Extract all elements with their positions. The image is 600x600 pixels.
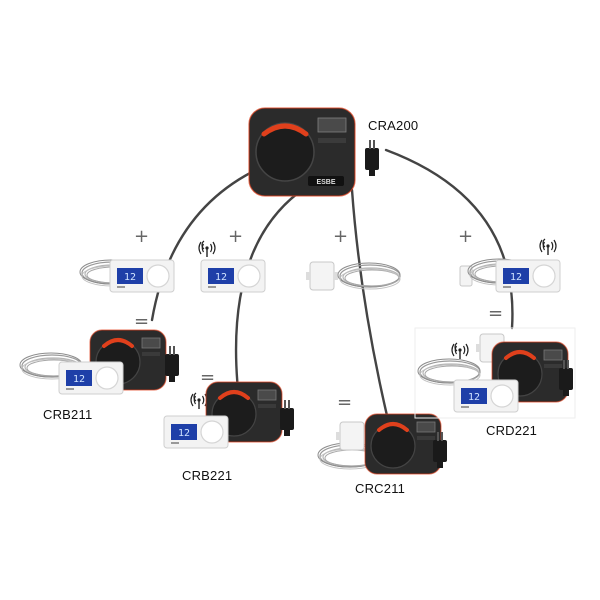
label-crb221: CRB221	[182, 468, 233, 483]
label-crd221: CRD221	[486, 423, 538, 438]
sensor-box-icon	[335, 421, 369, 451]
actuator-crc211	[363, 412, 443, 476]
cable-coil-icon	[337, 262, 401, 290]
sensor-box-icon	[305, 261, 339, 291]
thermostat-wireless-top	[200, 259, 266, 293]
cra200-actuator: ESBE	[248, 107, 356, 197]
thermostat-crb211-top	[109, 259, 175, 293]
brand-logo: ESBE	[316, 179, 335, 186]
label-cra200: CRA200	[368, 118, 419, 133]
crd221-group-frame	[414, 327, 576, 419]
plug-icon	[165, 346, 179, 382]
thermostat-crd221-top	[495, 259, 561, 293]
equals-symbol: =	[337, 392, 353, 413]
wireless-icon	[190, 392, 208, 410]
cable-to-crd221	[384, 148, 514, 330]
cable-to-crb211	[150, 170, 254, 322]
plus-symbol: +	[333, 226, 349, 247]
label-crc211: CRC211	[355, 481, 406, 496]
wireless-icon	[539, 238, 557, 256]
thermostat-crd221	[453, 379, 519, 413]
thermostat-crb221	[163, 415, 229, 449]
plug-icon	[365, 140, 379, 176]
plus-symbol: +	[228, 226, 244, 247]
equals-symbol: =	[134, 311, 150, 332]
plus-symbol: +	[134, 226, 150, 247]
wireless-icon	[198, 240, 216, 258]
connection-cables	[150, 148, 514, 422]
thermostat-crb211	[58, 361, 124, 395]
equals-symbol: =	[200, 367, 216, 388]
cable-to-crc211	[350, 188, 390, 422]
plus-symbol: +	[458, 226, 474, 247]
label-crb211: CRB211	[43, 407, 93, 422]
wireless-icon	[451, 342, 469, 360]
equals-symbol: =	[488, 303, 504, 324]
